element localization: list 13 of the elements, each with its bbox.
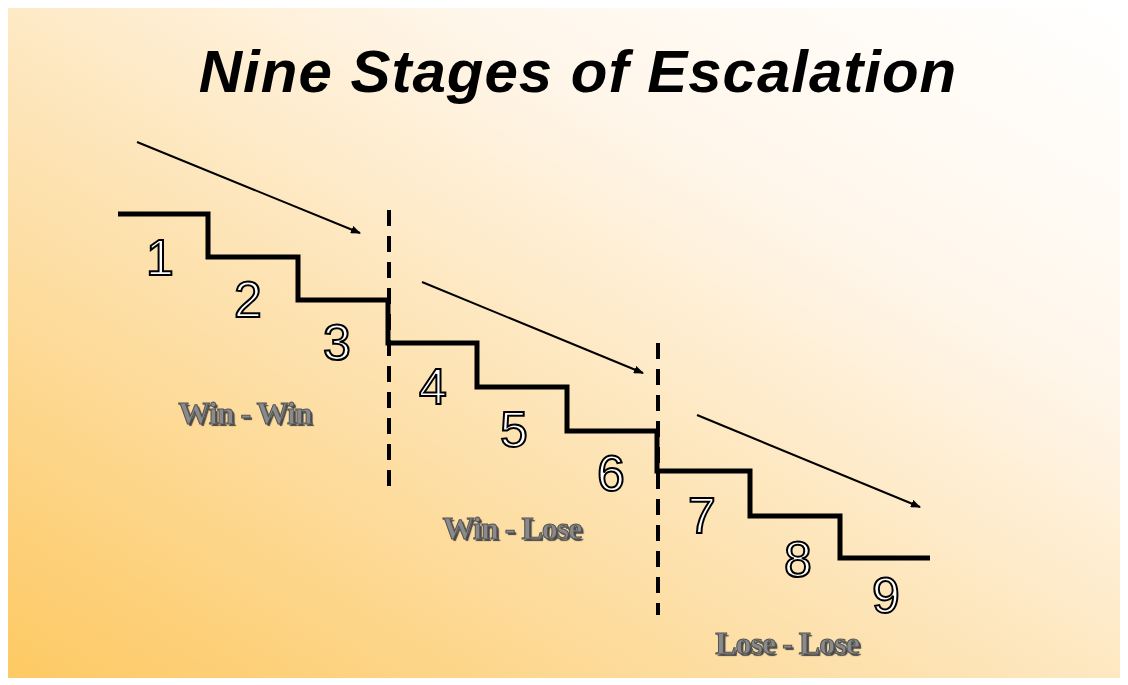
stage-number: 9 bbox=[872, 571, 900, 621]
stage-number: 2 bbox=[234, 275, 262, 325]
stage-number: 4 bbox=[419, 362, 447, 412]
phase-label: Lose - Lose bbox=[715, 627, 859, 659]
stage-number: 5 bbox=[500, 405, 528, 455]
stage-number: 7 bbox=[688, 491, 716, 541]
stage-number: 8 bbox=[784, 535, 812, 585]
phase-label: Win - Lose bbox=[442, 512, 582, 544]
stage-number: 3 bbox=[323, 318, 351, 368]
title: Nine Stages of Escalation bbox=[198, 42, 958, 102]
phase-label: Win - Win bbox=[178, 397, 312, 429]
stage-number: 6 bbox=[597, 449, 625, 499]
stage-number: 1 bbox=[146, 233, 174, 283]
